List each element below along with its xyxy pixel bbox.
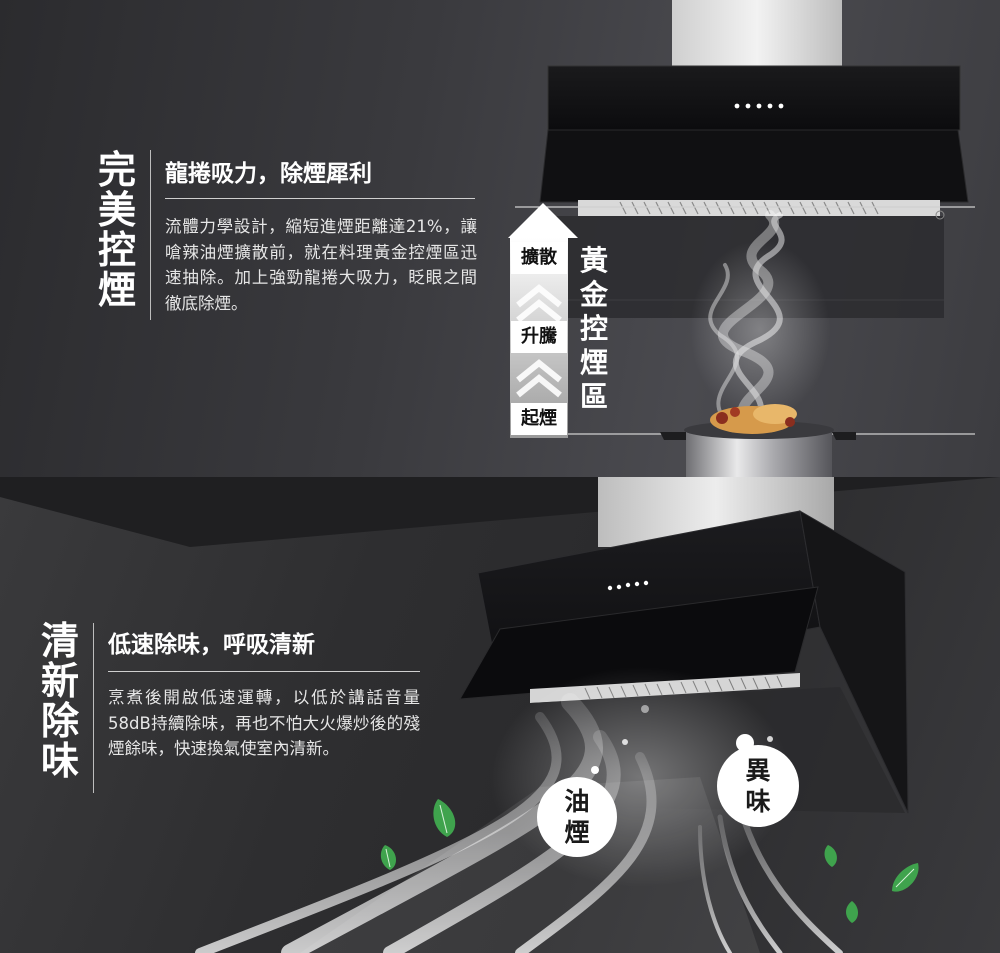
section1-divider-vertical <box>150 150 151 320</box>
range-hood-illustration-bottom <box>0 477 1000 953</box>
section1-subtitle: 龍捲吸力，除煙犀利 <box>165 161 372 187</box>
section1-title: 完 美 控 煙 <box>97 148 136 312</box>
stage-label-spread: 擴散 <box>511 242 567 274</box>
section2-divider-vertical <box>93 623 94 793</box>
bubble-odor: 異 味 <box>717 745 799 827</box>
range-hood-illustration-top <box>508 0 975 477</box>
section2-subtitle: 低速除味，呼吸清新 <box>108 632 315 658</box>
section2-body: 烹煮後開啟低速運轉，以低於講話音量58dB持續除味，再也不怕大火爆炒後的殘煙餘味… <box>108 688 420 758</box>
stage-label-smoke-start: 起煙 <box>511 403 567 435</box>
section2-title: 清 新 除 味 <box>40 619 79 783</box>
golden-zone-label: 黃 金 控 煙 區 <box>579 244 608 413</box>
section-golden-zone: 擴散 升騰 起煙 黃 金 控 煙 區 完 美 控 煙 龍捲吸力，除煙犀利 流體力… <box>0 0 1000 477</box>
section1-divider-horizontal <box>165 198 475 199</box>
stage-label-rise: 升騰 <box>511 321 567 353</box>
section2-divider-horizontal <box>108 671 420 672</box>
bubble-oil-smoke: 油 煙 <box>537 777 617 857</box>
section1-body: 流體力學設計，縮短進煙距離達21%，讓嗆辣油煙擴散前，就在料理黃金控煙區迅速抽除… <box>165 217 477 313</box>
section-fresh-air: 油 煙 異 味 清 新 除 味 低速除味，呼吸清新 烹煮後開啟低速運轉，以低於講… <box>0 477 1000 953</box>
